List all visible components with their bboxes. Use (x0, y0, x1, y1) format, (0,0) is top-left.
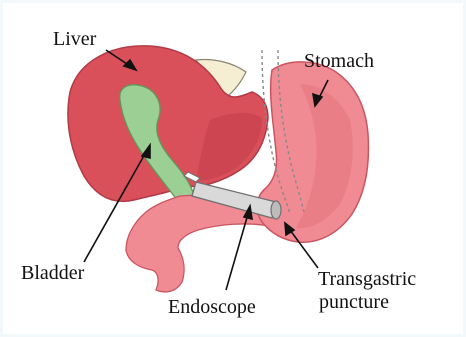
arrow-endoscope (226, 214, 248, 290)
label-transgastric: Transgastric puncture (318, 268, 416, 314)
label-liver: Liver (53, 28, 96, 51)
endoscope-tip-end (271, 201, 281, 219)
label-bladder: Bladder (21, 262, 84, 285)
label-transgastric-line1: Transgastric (318, 268, 416, 291)
label-transgastric-line2: puncture (318, 291, 416, 314)
label-endoscope: Endoscope (168, 296, 256, 319)
label-stomach: Stomach (304, 50, 374, 73)
